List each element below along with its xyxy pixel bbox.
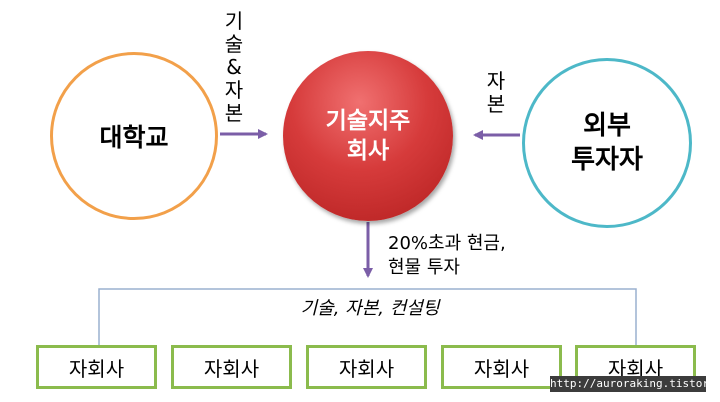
capital-char: 자 — [486, 69, 506, 93]
subsidiary-label: 자회사 — [203, 356, 260, 381]
holding-label-line1: 기술지주 — [325, 108, 411, 134]
capital-label: 자 본 — [484, 70, 508, 116]
holding-company-node: 기술지주 회사 — [283, 51, 453, 221]
tech-capital-char: 자 — [224, 78, 244, 102]
subsidiary-label: 자회사 — [68, 356, 125, 381]
support-label: 기술, 자본, 컨설팅 — [300, 298, 440, 319]
subsidiary-bracket — [98, 288, 637, 345]
subsidiary-box-1: 자회사 — [36, 345, 157, 389]
investment-label-line1: 20%초과 현금, — [388, 233, 506, 254]
subsidiary-label: 자회사 — [338, 356, 395, 381]
tech-capital-char: & — [226, 55, 242, 79]
capital-char: 본 — [486, 92, 506, 116]
tech-capital-char: 본 — [224, 101, 244, 125]
subsidiary-box-4: 자회사 — [441, 345, 562, 389]
university-node: 대학교 — [50, 52, 218, 220]
subsidiary-label: 자회사 — [473, 356, 530, 381]
investment-label: 20%초과 현금, 현물 투자 — [388, 232, 506, 280]
watermark-url: http://auroraking.tistory.com — [550, 376, 720, 392]
investment-label-line2: 현물 투자 — [388, 257, 460, 278]
university-label: 대학교 — [99, 123, 169, 152]
subsidiary-box-2: 자회사 — [171, 345, 292, 389]
tech-capital-char: 기 — [224, 9, 244, 33]
holding-label-line2: 회사 — [346, 138, 390, 164]
tech-capital-char: 술 — [224, 32, 244, 56]
investor-label-line1: 외부 — [583, 111, 631, 141]
tech-capital-label: 기 술 & 자 본 — [222, 10, 246, 125]
subsidiary-box-3: 자회사 — [306, 345, 427, 389]
external-investor-node: 외부 투자자 — [522, 58, 692, 228]
investor-label-line2: 투자자 — [571, 145, 643, 175]
